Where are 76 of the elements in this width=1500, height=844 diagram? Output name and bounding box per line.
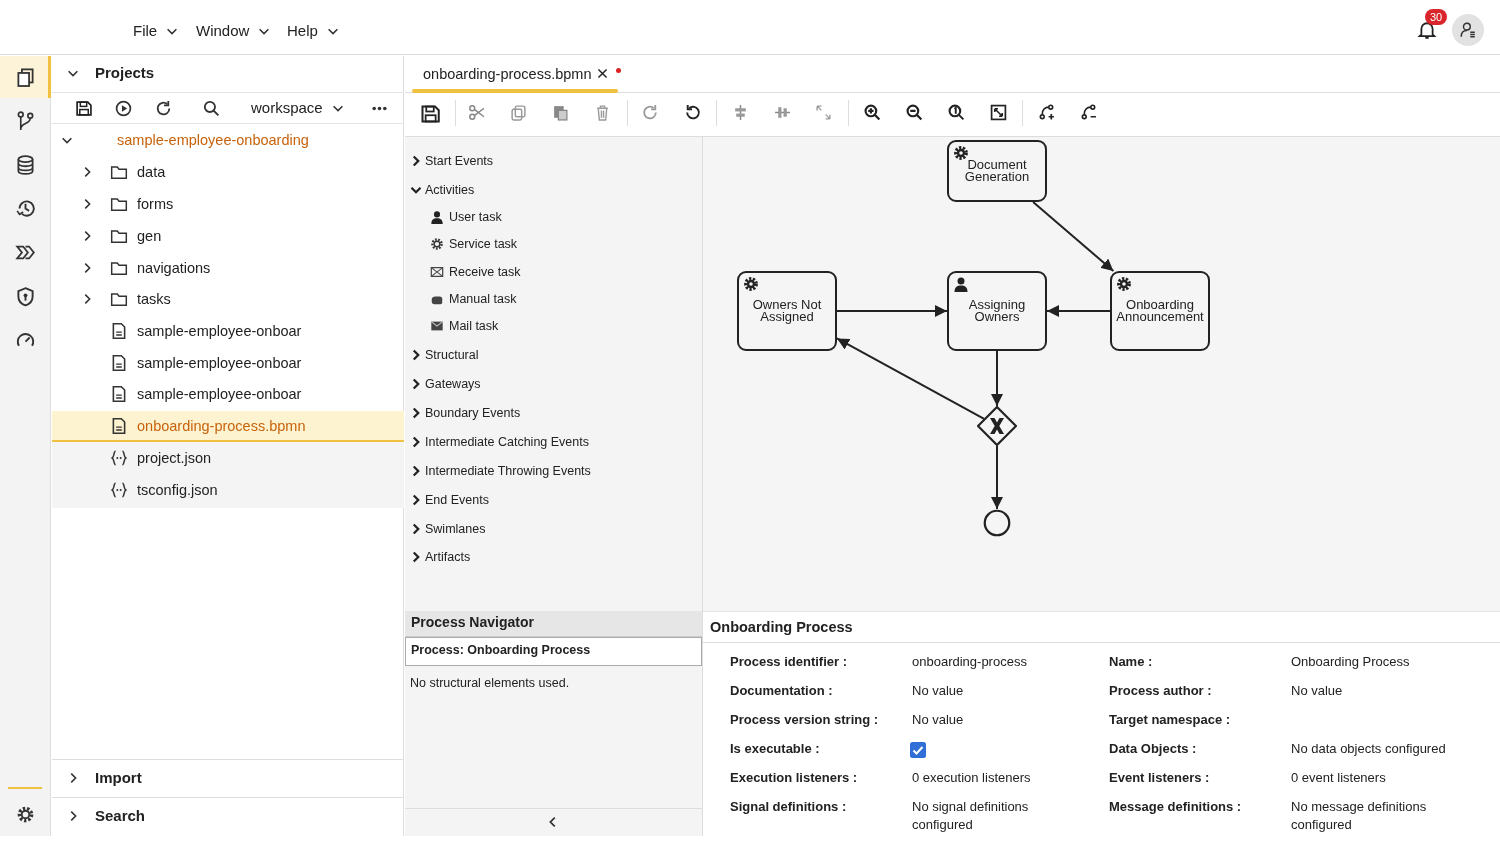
property-value: 0 event listeners [1291,769,1387,787]
menu-button: Help [287,22,340,40]
palette-item: User task [449,209,502,226]
file-name: sample-employee-onboar [137,322,302,340]
property-label: Signal definitions : [730,798,847,816]
sequence-flow-arrow [836,305,948,317]
property-label: Is executable : [730,740,820,758]
task-label: Assigning Owners [967,299,1027,323]
property-label: Message definitions : [1109,798,1242,816]
task-label: Onboarding Announcement [1115,299,1205,323]
panel-title: Projects [95,64,155,82]
menu-button: Window [196,22,272,40]
folder-name: navigations [137,259,211,277]
property-value: onboarding-process [912,653,1028,671]
palette-item: Mail task [449,318,499,335]
property-label: Event listeners : [1109,769,1210,787]
folder-name: gen [137,227,162,245]
task-box [1110,271,1210,351]
folder-name: data [137,163,166,181]
task-label: Owners Not Assigned [751,299,823,323]
palette-category: Start Events [425,153,494,170]
panel-title: Process Navigator [411,613,534,631]
panel-title: Onboarding Process [710,618,853,636]
property-value: Onboarding Process [1291,653,1411,671]
sequence-flow-arrow [1046,305,1111,317]
property-value: No value [912,711,965,729]
palette-category: Activities [425,182,475,199]
property-value: 0 execution listeners [912,769,1032,787]
property-label: Documentation : [730,682,833,700]
list-item-label: Process: Onboarding Process [411,642,591,659]
property-label: Data Objects : [1109,740,1197,758]
sequence-flow-arrow [836,337,986,420]
palette-category: Boundary Events [425,405,521,422]
property-value: No data objects configured [1291,740,1447,758]
notification-badge: 30 [1425,9,1448,25]
project-name: sample-employee-onboarding [117,131,309,149]
palette-category: Structural [425,347,479,364]
palette-category: Intermediate Throwing Events [425,463,591,480]
property-value: No signal definitions configured [912,798,1030,834]
task-label: Document Generation [963,159,1031,183]
sequence-flow-arrow [991,350,1003,407]
palette-category: Artifacts [425,549,471,566]
folder-name: forms [137,195,174,213]
palette-category: Intermediate Catching Events [425,434,589,451]
palette-category: Gateways [425,376,481,393]
palette-item: Manual task [449,291,517,308]
section-title: Search [95,807,146,825]
workspace-dropdown: workspace [251,99,345,117]
palette-item: Service task [449,236,518,253]
file-name: sample-employee-onboar [137,354,302,372]
task-box [947,271,1047,351]
menu-button: File [133,22,180,40]
property-label: Process version string : [730,711,879,729]
palette-category: End Events [425,492,489,509]
palette-category: Swimlanes [425,521,486,538]
palette-item: Receive task [449,264,521,281]
task-box [947,140,1047,202]
property-value: No value [912,682,965,700]
sequence-flow-arrow [991,445,1003,510]
task-box [737,271,837,351]
file-name: onboarding-process.bpmn [137,417,306,435]
file-name: tsconfig.json [137,481,218,499]
file-name: sample-employee-onboar [137,385,302,403]
empty-message: No structural elements used. [410,675,570,692]
property-value: No message definitions configured [1291,798,1428,834]
section-title: Import [95,769,142,787]
property-label: Name : [1109,653,1153,671]
sequence-flow-arrow [1032,201,1115,272]
property-label: Execution listeners : [730,769,858,787]
property-label: Process author : [1109,682,1212,700]
file-name: project.json [137,449,212,467]
property-value: No value [1291,682,1344,700]
folder-name: tasks [137,290,171,308]
property-label: Process identifier : [730,653,848,671]
tab-title: onboarding-process.bpmn [423,65,592,83]
property-label: Target namespace : [1109,711,1231,729]
